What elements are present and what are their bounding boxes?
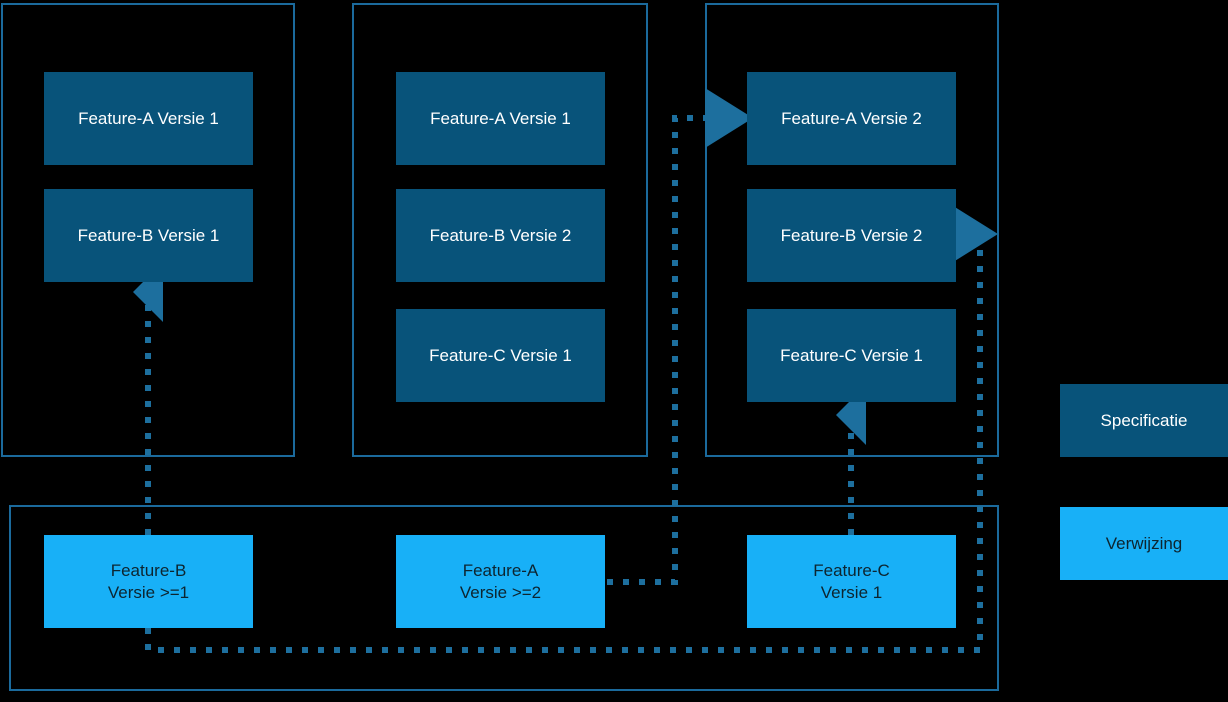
spec-node-label: Feature-C Versie 1 [780, 345, 923, 365]
spec-node-panel2-0[interactable]: Feature-A Versie 1 [396, 72, 605, 165]
spec-node-label: Feature-C Versie 1 [429, 345, 572, 365]
reference-node-label: Feature-A Versie >=2 [459, 561, 542, 602]
spec-node-panel2-2[interactable]: Feature-C Versie 1 [396, 309, 605, 402]
reference-node-featureC[interactable]: Feature-C Versie 1 [747, 535, 956, 628]
legend-reference: Verwijzing [1060, 507, 1228, 580]
spec-node-label: Feature-A Versie 2 [781, 108, 922, 128]
reference-node-featureB[interactable]: Feature-B Versie >=1 [44, 535, 253, 628]
legend-specification-label: Specificatie [1100, 410, 1188, 430]
legend-reference-label: Verwijzing [1105, 533, 1183, 553]
spec-node-label: Feature-B Versie 2 [780, 225, 923, 245]
spec-node-panel1-0[interactable]: Feature-A Versie 1 [44, 72, 253, 165]
spec-node-panel2-1[interactable]: Feature-B Versie 2 [396, 189, 605, 282]
spec-node-panel1-1[interactable]: Feature-B Versie 1 [44, 189, 253, 282]
spec-node-label: Feature-B Versie 2 [429, 225, 572, 245]
spec-node-panel3-0[interactable]: Feature-A Versie 2 [747, 72, 956, 165]
legend-specification: Specificatie [1060, 384, 1228, 457]
spec-node-label: Feature-A Versie 1 [78, 108, 219, 128]
reference-node-label: Feature-C Versie 1 [813, 561, 890, 602]
spec-node-label: Feature-A Versie 1 [430, 108, 571, 128]
spec-node-label: Feature-B Versie 1 [77, 225, 220, 245]
reference-node-featureA[interactable]: Feature-A Versie >=2 [396, 535, 605, 628]
spec-node-panel3-1[interactable]: Feature-B Versie 2 [747, 189, 956, 282]
spec-node-panel3-2[interactable]: Feature-C Versie 1 [747, 309, 956, 402]
reference-node-label: Feature-B Versie >=1 [107, 561, 190, 602]
